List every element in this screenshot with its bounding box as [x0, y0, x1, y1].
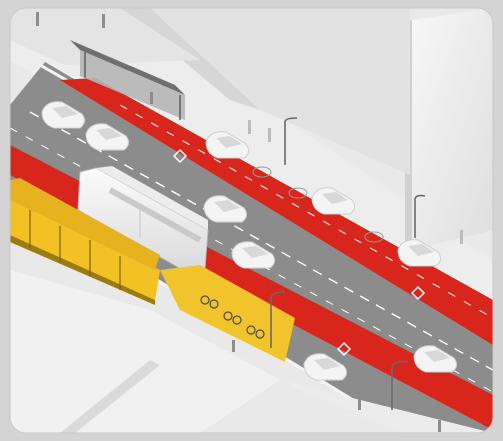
brt-station	[10, 178, 160, 305]
car-near-2	[303, 353, 348, 381]
car-far-1	[41, 101, 86, 129]
upper-left-plaza	[10, 8, 200, 65]
car-mid-1	[311, 187, 356, 215]
tree-pits	[252, 166, 384, 243]
bus-shelter	[70, 40, 185, 120]
building-upper-right	[405, 8, 493, 250]
pedestrian-icon	[36, 12, 441, 432]
diamond-marking-icon	[172, 148, 426, 357]
tree-icon	[248, 120, 463, 244]
car-far-2	[85, 123, 130, 151]
car-mid-3	[397, 239, 442, 267]
car-mid-2	[203, 195, 248, 223]
bicycle-icon	[200, 295, 265, 339]
bus-lane-far	[60, 78, 493, 345]
streetlight-icon	[270, 117, 426, 410]
building-mid	[150, 8, 410, 175]
car-near-1	[231, 241, 276, 269]
car-far-3	[205, 131, 250, 159]
card-border	[9, 7, 494, 434]
near-plaza	[10, 270, 280, 433]
lane-dash-1	[29, 111, 493, 371]
near-plaza-step	[60, 360, 160, 433]
car-near-3	[413, 345, 458, 373]
